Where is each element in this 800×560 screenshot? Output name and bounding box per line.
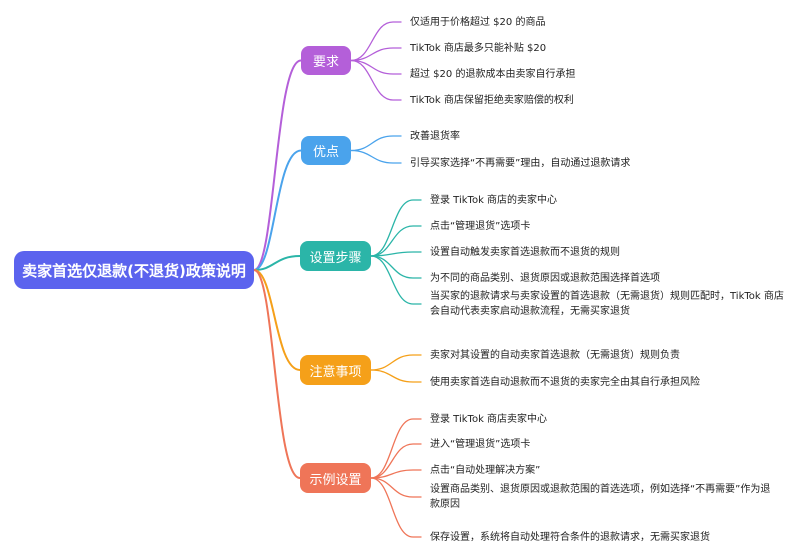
leaf-item: 当买家的退款请求与卖家设置的首选退款（无需退货）规则匹配时，TikTok 商店会…	[430, 289, 784, 319]
leaf-line: 超过 $20 的退款成本由卖家自行承担	[410, 68, 576, 80]
leaf-item: 为不同的商品类别、退货原因或退款范围选择首选项	[430, 271, 660, 286]
leaf-line: 改善退货率	[410, 130, 460, 142]
leaf-item: 登录 TikTok 商店卖家中心	[430, 412, 547, 427]
leaf-line: TikTok 商店保留拒绝卖家赔偿的权利	[410, 94, 574, 106]
leaf-line: 仅适用于价格超过 $20 的商品	[410, 16, 546, 28]
leaf-item: 设置自动触发卖家首选退款而不退货的规则	[430, 245, 620, 260]
root-branch-connector	[253, 149, 302, 271]
root-branch-connector	[253, 59, 302, 271]
branch-label: 优点	[312, 145, 339, 160]
branch-leaf-connector	[370, 418, 422, 479]
branch-leaf-connector	[370, 251, 422, 257]
leaf-line: 进入“管理退货”选项卡	[430, 438, 531, 450]
branch-leaf-connector	[350, 21, 402, 62]
branch-leaf-connector	[370, 199, 422, 257]
branch-leaf-connector	[370, 369, 422, 383]
branch-leaf-connector	[350, 135, 402, 152]
branch-node: 设置步骤	[300, 241, 371, 271]
leaf-item: TikTok 商店最多只能补贴 $20	[410, 41, 546, 56]
branch-leaf-connector	[350, 149, 402, 164]
leaf-line: 为不同的商品类别、退货原因或退款范围选择首选项	[430, 272, 660, 284]
branch-node: 优点	[301, 136, 351, 165]
leaf-item: 仅适用于价格超过 $20 的商品	[410, 15, 545, 30]
leaf-line: TikTok 商店最多只能补贴 $20	[410, 42, 547, 54]
root-branch-connector	[253, 255, 301, 271]
leaf-line: 登录 TikTok 商店的卖家中心	[430, 194, 558, 206]
branch-node: 要求	[301, 46, 351, 75]
leaf-line: 登录 TikTok 商店卖家中心	[430, 413, 548, 425]
branch-leaf-connector	[370, 225, 422, 257]
root-branch-connector	[253, 269, 301, 371]
leaf-line: 设置自动触发卖家首选退款而不退货的规则	[430, 246, 620, 258]
leaf-item: 卖家对其设置的自动卖家首选退款（无需退货）规则负责	[430, 348, 680, 363]
leaf-line: 使用卖家首选自动退款而不退货的卖家完全由其自行承担风险	[430, 376, 700, 388]
branch-leaf-connector	[350, 47, 402, 62]
branch-leaf-connector	[370, 255, 422, 305]
branch-leaf-connector	[370, 255, 422, 279]
leaf-item: 保存设置，系统将自动处理符合条件的退款请求，无需买家退货	[430, 530, 710, 545]
leaf-item: 进入“管理退货”选项卡	[430, 437, 530, 452]
leaf-line: 款原因	[430, 499, 460, 510]
branch-label: 示例设置	[309, 472, 362, 488]
branch-leaf-connector	[370, 354, 422, 371]
root-label: 卖家首选仅退款(不退货)政策说明	[22, 261, 246, 280]
branch-label: 要求	[312, 55, 339, 70]
branch-leaf-connector	[370, 469, 422, 479]
root-branch-connector	[253, 269, 301, 479]
leaf-item: 使用卖家首选自动退款而不退货的卖家完全由其自行承担风险	[430, 375, 700, 390]
branch-node: 示例设置	[300, 463, 371, 493]
branch-label: 注意事项	[309, 364, 362, 380]
branch-leaf-connector	[350, 59, 402, 101]
leaf-item: 点击“自动处理解决方案”	[430, 463, 540, 478]
branch-leaf-connector	[370, 477, 422, 498]
leaf-line: 会自动代表卖家启动退款流程，无需买家退货	[430, 306, 630, 317]
branch-leaf-connector	[370, 477, 422, 538]
leaf-item: 设置商品类别、退货原因或退款范围的首选选项，例如选择“不再需要”作为退款原因	[430, 482, 770, 512]
leaf-line: 保存设置，系统将自动处理符合条件的退款请求，无需买家退货	[430, 531, 710, 543]
leaf-line: 当买家的退款请求与卖家设置的首选退款（无需退货）规则匹配时，TikTok 商店	[430, 291, 784, 302]
leaf-item: 改善退货率	[410, 129, 460, 144]
leaf-line: 引导买家选择“不再需要”理由，自动通过退款请求	[410, 157, 631, 169]
leaf-line: 设置商品类别、退货原因或退款范围的首选选项，例如选择“不再需要”作为退	[430, 484, 771, 495]
leaf-item: 引导买家选择“不再需要”理由，自动通过退款请求	[410, 156, 630, 171]
leaf-line: 点击“自动处理解决方案”	[430, 464, 541, 476]
branch-node: 注意事项	[300, 355, 371, 385]
leaf-line: 卖家对其设置的自动卖家首选退款（无需退货）规则负责	[430, 349, 680, 361]
leaf-line: 点击“管理退货”选项卡	[430, 220, 531, 232]
leaf-item: 点击“管理退货”选项卡	[430, 219, 530, 234]
root-node: 卖家首选仅退款(不退货)政策说明	[14, 251, 254, 289]
branch-label: 设置步骤	[309, 250, 362, 266]
leaf-item: 超过 $20 的退款成本由卖家自行承担	[410, 67, 575, 82]
leaf-item: TikTok 商店保留拒绝卖家赔偿的权利	[410, 93, 574, 108]
branch-leaf-connector	[370, 443, 422, 479]
leaf-item: 登录 TikTok 商店的卖家中心	[430, 193, 557, 208]
